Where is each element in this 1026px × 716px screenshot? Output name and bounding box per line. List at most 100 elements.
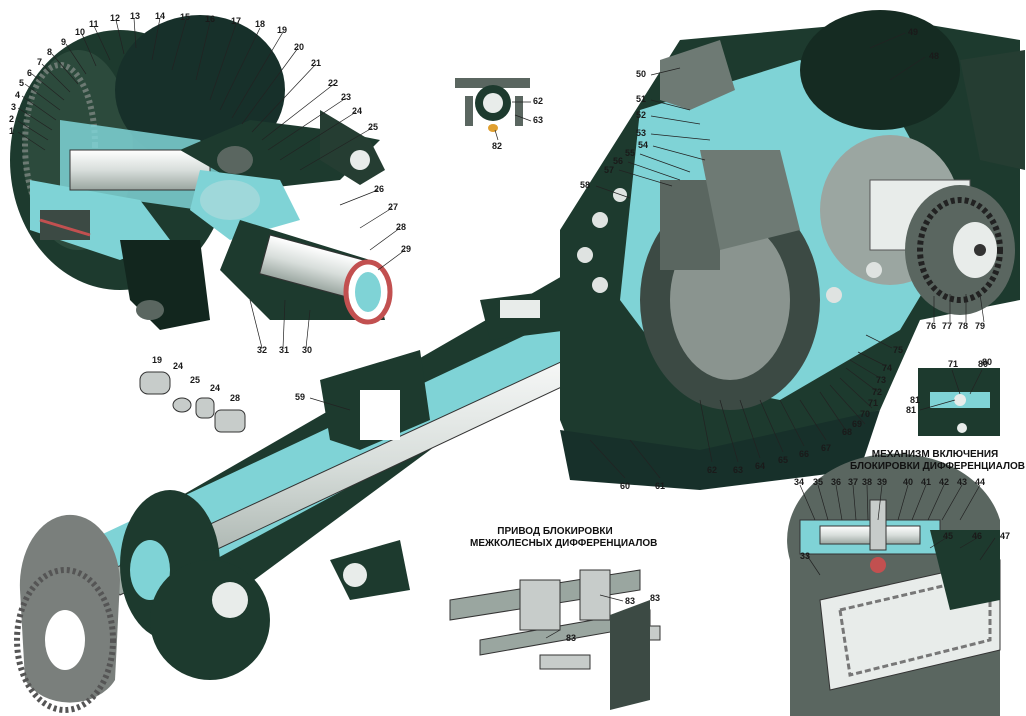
inset-callout-28: 28 xyxy=(230,393,241,403)
inset-callout-71: 71 xyxy=(948,359,959,369)
callout-6: 6 xyxy=(27,68,33,78)
callout-78: 78 xyxy=(958,321,969,331)
callout-12: 12 xyxy=(110,13,121,23)
callout-20: 20 xyxy=(294,42,305,52)
inset-callout-25: 25 xyxy=(190,375,201,385)
callout-35: 35 xyxy=(813,477,824,487)
callout-26: 26 xyxy=(374,184,385,194)
inset-callout-80: 80 xyxy=(978,359,989,369)
callout-74: 74 xyxy=(882,363,893,373)
callout-61: 61 xyxy=(655,481,666,491)
callout-56: 56 xyxy=(613,156,624,166)
callout-34: 34 xyxy=(794,477,805,487)
callout-29: 29 xyxy=(401,244,412,254)
callout-5: 5 xyxy=(19,78,25,88)
callout-72: 72 xyxy=(872,387,883,397)
callout-39: 39 xyxy=(877,477,888,487)
caption-lock-drive-line1: ПРИВОД БЛОКИРОВКИ xyxy=(497,526,613,537)
inset-detail-80 xyxy=(918,368,1000,436)
callout-69: 69 xyxy=(852,419,863,429)
callout-80: 80 xyxy=(982,357,993,367)
callout-49: 49 xyxy=(908,27,919,37)
callout-51: 51 xyxy=(636,94,647,104)
inset-callout-24b: 24 xyxy=(210,383,221,393)
callout-36: 36 xyxy=(831,477,842,487)
callout-14: 14 xyxy=(155,11,166,21)
callout-63: 63 xyxy=(733,465,744,475)
callout-54: 54 xyxy=(638,140,649,150)
callout-30: 30 xyxy=(302,345,313,355)
callout-41: 41 xyxy=(921,477,932,487)
callout-50: 50 xyxy=(636,69,647,79)
callout-81: 81 xyxy=(906,405,917,415)
callout-83: 83 xyxy=(625,596,636,606)
callout-70: 70 xyxy=(860,409,871,419)
caption-lock-drive-line2: МЕЖКОЛЕСНЫХ ДИФФЕРЕНЦИАЛОВ xyxy=(470,538,658,549)
callout-10: 10 xyxy=(75,27,86,37)
callout-53: 53 xyxy=(636,128,647,138)
callout-17: 17 xyxy=(231,16,242,26)
caption-diff-lock-line2: БЛОКИРОВКИ ДИФФЕРЕНЦИАЛОВ xyxy=(850,461,1025,472)
callout-15: 15 xyxy=(180,12,191,22)
callout-9: 9 xyxy=(61,37,67,47)
inset-callout-19: 19 xyxy=(152,355,163,365)
callout-68: 68 xyxy=(842,427,853,437)
callout-46: 46 xyxy=(972,531,983,541)
callout-8: 8 xyxy=(47,47,53,57)
callout-59: 59 xyxy=(295,392,306,402)
callout-32: 32 xyxy=(257,345,268,355)
callout-60: 60 xyxy=(620,481,631,491)
inset-callout-62: 62 xyxy=(533,96,544,106)
callout-2: 2 xyxy=(9,114,15,124)
callout-7: 7 xyxy=(37,57,43,67)
callout-76: 76 xyxy=(926,321,937,331)
callout-1: 1 xyxy=(9,126,15,136)
caption-diff-lock-mechanism: МЕХАНИЗМ ВКЛЮЧЕНИЯ БЛОКИРОВКИ ДИФФЕРЕНЦИ… xyxy=(850,449,1025,473)
callout-38: 38 xyxy=(862,477,873,487)
final-drive xyxy=(560,10,1025,490)
callout-27: 27 xyxy=(388,202,399,212)
callout-75: 75 xyxy=(893,345,904,355)
callout-3: 3 xyxy=(11,102,17,112)
callout-11: 11 xyxy=(89,19,99,29)
callout-57: 57 xyxy=(604,165,615,175)
callout-44: 44 xyxy=(975,477,986,487)
leader-lines xyxy=(17,17,996,639)
callout-45: 45 xyxy=(943,531,954,541)
callout-64: 64 xyxy=(755,461,766,471)
callout-52: 52 xyxy=(636,110,647,120)
callout-77: 77 xyxy=(942,321,953,331)
callout-28: 28 xyxy=(396,222,407,232)
callout-31: 31 xyxy=(279,345,290,355)
callout-55: 55 xyxy=(625,148,636,158)
callout-42: 42 xyxy=(939,477,950,487)
callout-82: 82 xyxy=(492,141,503,151)
callout-79: 79 xyxy=(975,321,986,331)
callout-23: 23 xyxy=(341,92,352,102)
callout-62: 62 xyxy=(707,465,718,475)
callout-4: 4 xyxy=(15,90,21,100)
axle-housing xyxy=(14,260,660,713)
callout-73: 73 xyxy=(876,375,887,385)
inset-lock-drive xyxy=(449,569,661,710)
inset-callout-81: 81 xyxy=(910,395,921,405)
caption-diff-lock-line1: МЕХАНИЗМ ВКЛЮЧЕНИЯ xyxy=(871,449,999,460)
inset-callout-83a: 83 xyxy=(650,593,661,603)
callout-71: 71 xyxy=(868,398,879,408)
callout-24: 24 xyxy=(352,106,363,116)
inset-small-parts xyxy=(139,371,246,433)
callout-47: 47 xyxy=(1000,531,1011,541)
callout-18: 18 xyxy=(255,19,266,29)
callout-22: 22 xyxy=(328,78,339,88)
callout-33: 33 xyxy=(800,551,811,561)
callout-40: 40 xyxy=(903,477,914,487)
inset-callout-83b: 83 xyxy=(566,633,577,643)
callout-58: 58 xyxy=(580,180,591,190)
callout-48: 48 xyxy=(929,51,940,61)
callout-19: 19 xyxy=(277,25,288,35)
inset-lock-mechanism xyxy=(787,453,1001,716)
hub-assembly-left xyxy=(10,15,393,330)
callout-21: 21 xyxy=(311,58,322,68)
